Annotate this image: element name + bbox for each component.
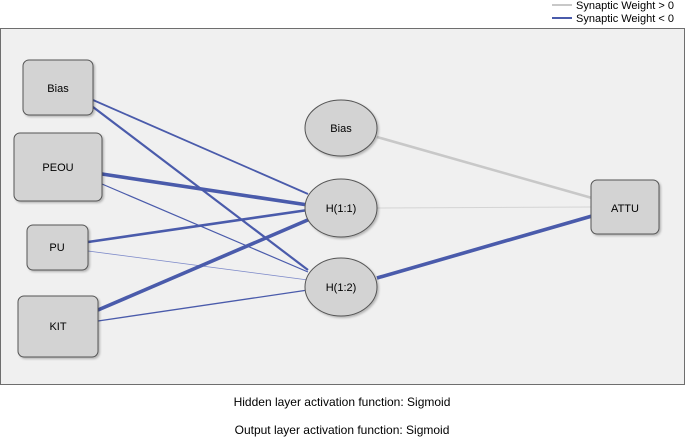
legend-positive-label: Synaptic Weight > 0: [576, 0, 674, 12]
node-hidden-bias-label: Bias: [330, 123, 352, 135]
node-kit-label: KIT: [49, 321, 66, 333]
node-peou-label: PEOU: [42, 162, 73, 174]
node-input-bias[interactable]: Bias: [22, 59, 94, 116]
node-h2[interactable]: H(1:2): [304, 257, 378, 317]
edge-bias-h1: [92, 99, 309, 195]
node-kit[interactable]: KIT: [17, 295, 99, 358]
input-layer: Bias PEOU PU KIT: [13, 59, 103, 358]
node-attu-box: [590, 179, 660, 235]
node-pu-box: [26, 224, 89, 271]
node-input-bias-box: [22, 59, 94, 116]
node-kit-box: [17, 295, 99, 358]
edge-peou-h2: [101, 183, 309, 273]
hidden-activation-note: Hidden layer activation function: Sigmoi…: [234, 395, 451, 409]
node-h1-label: H(1:1): [326, 203, 357, 215]
node-h1[interactable]: H(1:1): [304, 178, 378, 238]
connections: [87, 99, 593, 322]
node-h1-shape: [304, 178, 378, 238]
hidden-layer: Bias H(1:1) H(1:2): [304, 99, 378, 317]
node-peou[interactable]: PEOU: [13, 132, 103, 202]
node-input-bias-label: Bias: [47, 83, 69, 95]
legend-negative-label: Synaptic Weight < 0: [576, 13, 674, 25]
node-attu[interactable]: ATTU: [590, 179, 660, 235]
node-hidden-bias-shape: [304, 99, 378, 157]
node-hidden-bias[interactable]: Bias: [304, 99, 378, 157]
node-h2-shape: [304, 257, 378, 317]
output-layer: ATTU: [590, 179, 660, 235]
edge-h1-attu: [376, 206, 593, 209]
node-pu[interactable]: PU: [26, 224, 89, 271]
node-h2-label: H(1:2): [326, 282, 357, 294]
legend: Synaptic Weight > 0 Synaptic Weight < 0: [552, 0, 674, 25]
footer: Hidden layer activation function: Sigmoi…: [234, 395, 451, 437]
edge-h2-attu: [376, 214, 593, 280]
edge-pu-h1: [87, 208, 309, 244]
edge-kit-h1: [97, 217, 311, 312]
edge-peou-h1: [101, 172, 309, 207]
node-attu-label: ATTU: [611, 203, 639, 215]
node-pu-label: PU: [49, 242, 64, 254]
node-peou-box: [13, 132, 103, 202]
edge-kit-h2: [97, 289, 309, 322]
output-activation-note: Output layer activation function: Sigmoi…: [235, 423, 450, 437]
edge-hbias-attu: [376, 135, 593, 200]
